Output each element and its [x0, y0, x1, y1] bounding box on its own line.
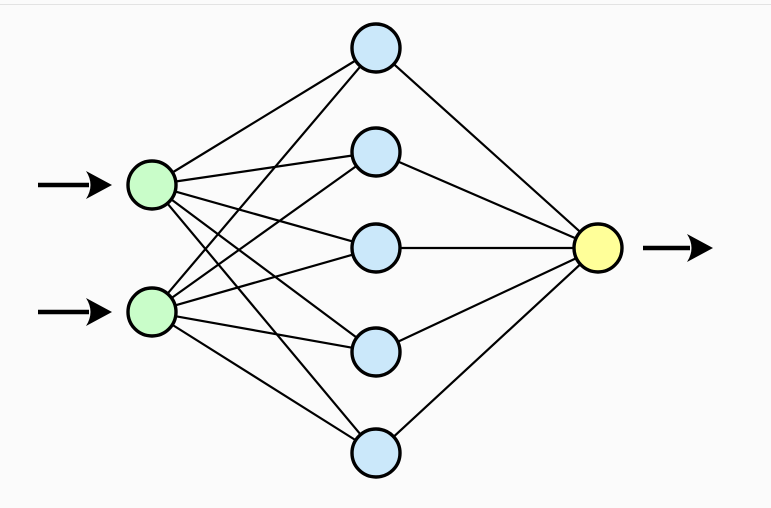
edge-i2-h3 — [173, 253, 355, 307]
node-h2[interactable] — [350, 126, 402, 178]
edge-i1-h5 — [165, 201, 363, 437]
node-i1[interactable] — [126, 159, 178, 211]
edge-i1-h2 — [173, 154, 355, 183]
edge-h5-o1 — [391, 262, 583, 439]
node-i2[interactable] — [126, 286, 178, 338]
edge-i2-h4 — [173, 314, 355, 350]
edge-i1-h1 — [170, 58, 358, 175]
node-h4[interactable] — [350, 326, 402, 378]
input-arrow-bottom-head — [86, 298, 112, 326]
node-o1[interactable] — [572, 222, 624, 274]
io-arrow-group — [38, 171, 713, 326]
edge-h4-o1 — [395, 256, 579, 344]
node-h1[interactable] — [350, 22, 402, 74]
node-h3[interactable] — [350, 222, 402, 274]
edge-group — [165, 58, 583, 442]
top-divider — [0, 0, 771, 5]
output-arrow-head — [687, 234, 713, 262]
edge-h2-o1 — [396, 160, 578, 240]
edge-h1-o1 — [391, 62, 583, 234]
node-group — [126, 22, 624, 479]
edge-i2-h5 — [170, 323, 358, 442]
edge-i1-h3 — [173, 190, 355, 243]
edge-i2-h2 — [169, 164, 359, 300]
node-h5[interactable] — [350, 427, 402, 479]
edge-i1-h4 — [169, 197, 359, 340]
edge-i2-h1 — [165, 64, 363, 296]
input-arrow-top-head — [86, 171, 112, 199]
